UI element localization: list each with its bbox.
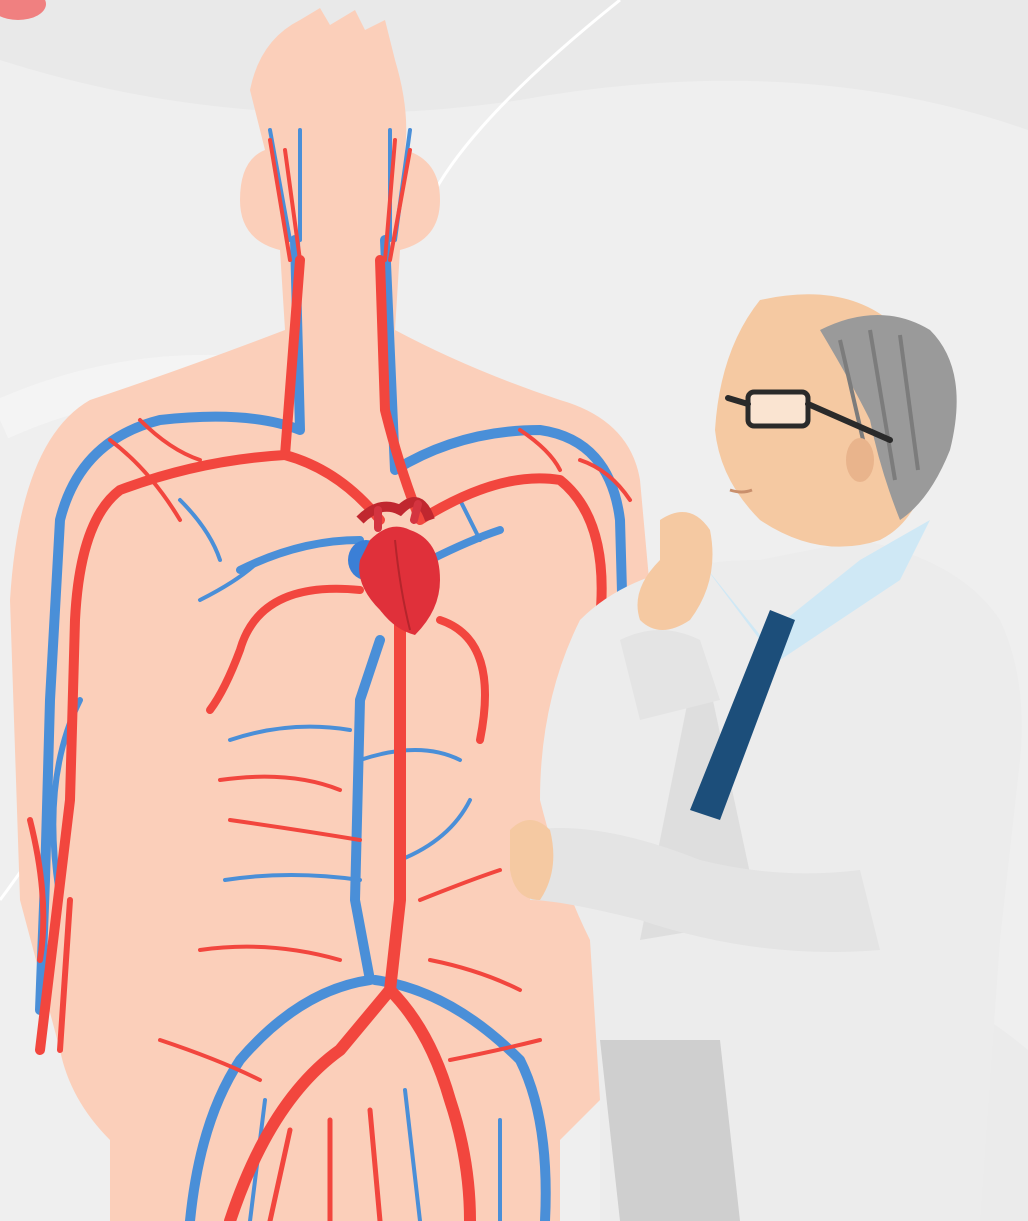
human-body-silhouette (10, 8, 660, 1221)
